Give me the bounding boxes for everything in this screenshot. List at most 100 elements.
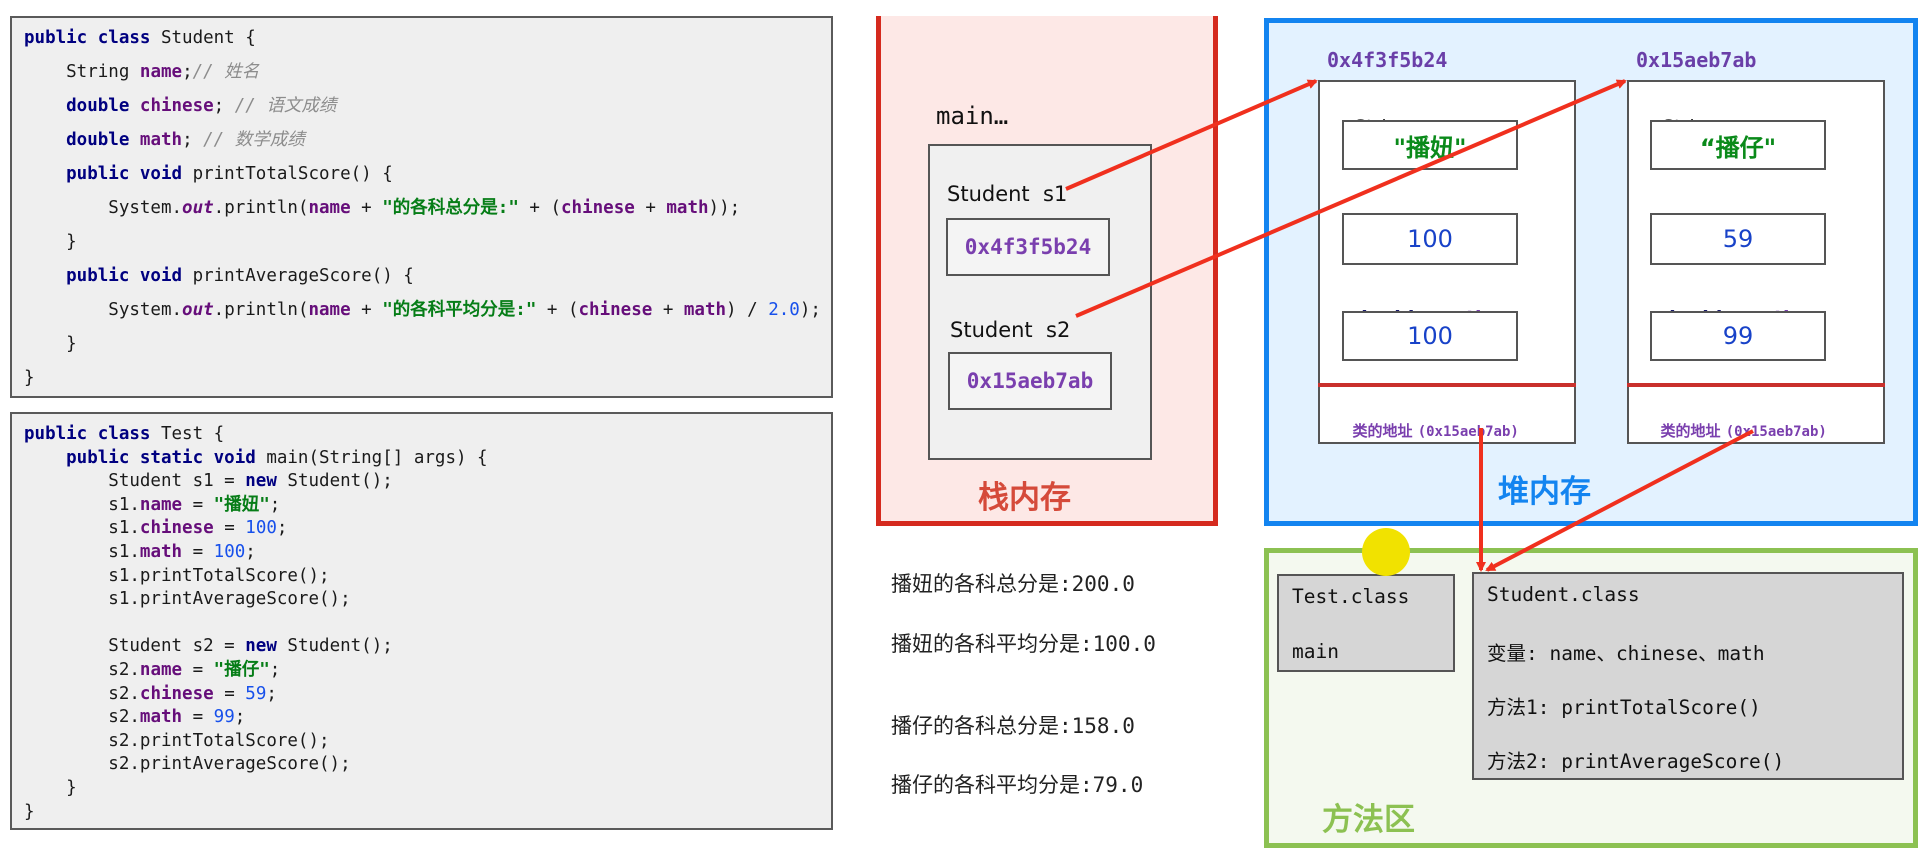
code-line: Student s1 = new Student(); bbox=[24, 469, 393, 493]
code-token: public class bbox=[24, 424, 161, 444]
object2-address: 0x15aeb7ab bbox=[1636, 48, 1757, 72]
object1-divider bbox=[1318, 383, 1576, 387]
code-line: System.out.println(name + "的各科总分是:" + (c… bbox=[24, 196, 740, 220]
code-line: public static void main(String[] args) { bbox=[24, 446, 488, 470]
code-line: s1.math = 100; bbox=[24, 540, 256, 564]
code-token: math bbox=[666, 198, 709, 218]
code-token: math bbox=[139, 707, 183, 728]
code-line: public class Student { bbox=[24, 26, 256, 50]
code-token: chinese bbox=[578, 300, 653, 320]
code-token: .println( bbox=[213, 300, 309, 320]
student-class-variables: 变量: name、chinese、math bbox=[1487, 642, 1765, 665]
code-token: Student(); bbox=[287, 636, 393, 657]
code-token: ; bbox=[234, 707, 246, 728]
code-token: ) / bbox=[726, 300, 769, 320]
code-token: s1. bbox=[24, 518, 140, 539]
test-class-box bbox=[1277, 574, 1455, 672]
code-token: // 姓名 bbox=[192, 62, 260, 82]
code-token: s2. bbox=[24, 683, 140, 704]
code-token: s2. bbox=[24, 707, 140, 728]
code-token: System. bbox=[24, 198, 183, 218]
code-token: ; bbox=[245, 542, 256, 562]
code-line: } bbox=[24, 332, 77, 356]
code-token: "的各科总分是:" bbox=[382, 198, 519, 218]
student-class-method2: 方法2: printAverageScore() bbox=[1487, 750, 1785, 773]
code-line: s1.chinese = 100; bbox=[24, 516, 287, 540]
object1-math-value: 100 bbox=[1342, 311, 1518, 361]
code-token: 2.0 bbox=[768, 300, 800, 320]
code-token: System. bbox=[24, 300, 183, 320]
code-line: s2.printTotalScore(); bbox=[24, 729, 329, 753]
code-token: } bbox=[24, 368, 35, 388]
code-token: chinese bbox=[561, 198, 635, 218]
code-token: ; bbox=[269, 494, 281, 515]
code-token: new bbox=[245, 636, 288, 657]
heap-memory-title: 堆内存 bbox=[1498, 474, 1591, 510]
code-token: double bbox=[24, 96, 140, 116]
student-class-method1: 方法1: printTotalScore() bbox=[1487, 696, 1761, 719]
code-token: Student(); bbox=[287, 471, 393, 492]
code-line: s2.math = 99; bbox=[24, 705, 245, 729]
code-token: = bbox=[182, 494, 214, 515]
code-token: ; bbox=[182, 62, 193, 82]
code-token: printTotalScore() { bbox=[192, 164, 393, 184]
code-token: s1.printAverageScore(); bbox=[24, 589, 351, 610]
code-token: ; bbox=[276, 518, 288, 539]
code-token: 100 bbox=[245, 518, 277, 539]
code-token: math bbox=[139, 130, 183, 150]
code-token: s2.printAverageScore(); bbox=[24, 754, 351, 775]
code-token: name bbox=[139, 494, 183, 515]
code-line: } bbox=[24, 230, 77, 254]
code-token: new bbox=[245, 471, 288, 492]
code-token: public class bbox=[24, 28, 161, 48]
output-line-1: 播妞的各科总分是:200.0 bbox=[891, 572, 1135, 596]
code-token: math bbox=[683, 300, 727, 320]
code-token: = bbox=[182, 707, 214, 728]
code-token: double bbox=[24, 130, 140, 150]
code-line: public void printAverageScore() { bbox=[24, 264, 414, 288]
code-token: name bbox=[139, 660, 183, 680]
s1-reference-arrow bbox=[1065, 79, 1318, 191]
code-token: + bbox=[652, 300, 684, 320]
code-token: Test { bbox=[160, 424, 225, 444]
code-token: + bbox=[350, 300, 383, 320]
s2-reference-arrow bbox=[1075, 79, 1627, 318]
code-token: "播妞" bbox=[213, 494, 270, 515]
code-token: s2. bbox=[24, 660, 140, 680]
code-token: "播仔" bbox=[213, 660, 270, 680]
object2-divider bbox=[1627, 383, 1885, 387]
cursor-highlight-dot bbox=[1362, 528, 1410, 576]
code-token: ; bbox=[269, 660, 281, 680]
code-token: s1.printTotalScore(); bbox=[24, 565, 330, 586]
code-token: } bbox=[24, 778, 77, 798]
code-token: name bbox=[139, 62, 183, 82]
object2-chinese-value: 59 bbox=[1650, 213, 1826, 265]
code-token: 99 bbox=[213, 707, 235, 728]
code-token: + ( bbox=[518, 198, 562, 218]
code-token: )); bbox=[708, 198, 741, 218]
s2-variable-label: Student s2 bbox=[950, 318, 1071, 342]
code-token: + bbox=[350, 198, 383, 218]
code-token: public void bbox=[24, 266, 193, 286]
object2-class-address: 类的地址 (0x15aeb7ab) bbox=[1660, 422, 1827, 440]
code-token: s1. bbox=[24, 494, 140, 515]
test-class-name: Test.class bbox=[1292, 585, 1410, 608]
code-token: } bbox=[24, 801, 35, 822]
test-class-method: main bbox=[1292, 640, 1339, 663]
code-token: main(String[] args) { bbox=[266, 447, 488, 468]
code-token: name bbox=[308, 300, 351, 320]
code-token: ; bbox=[266, 683, 277, 704]
code-token: = bbox=[213, 518, 246, 539]
object2-math-value: 99 bbox=[1650, 311, 1826, 361]
code-line: public class Test { bbox=[24, 422, 224, 446]
code-line: public void printTotalScore() { bbox=[24, 162, 393, 186]
code-token: ; bbox=[213, 96, 235, 116]
code-line: } bbox=[24, 776, 77, 800]
output-line-3: 播仔的各科总分是:158.0 bbox=[891, 714, 1135, 738]
code-token: chinese bbox=[139, 683, 214, 704]
code-token: } bbox=[24, 334, 77, 354]
output-line-4: 播仔的各科平均分是:79.0 bbox=[891, 773, 1144, 797]
s1-variable-label: Student s1 bbox=[947, 182, 1068, 206]
object1-address: 0x4f3f5b24 bbox=[1327, 48, 1448, 72]
